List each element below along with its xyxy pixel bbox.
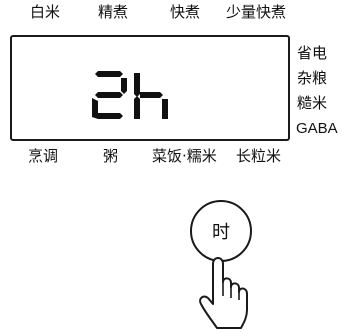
digit-2	[92, 71, 127, 119]
mode-label-white-rice: 白米	[30, 3, 61, 21]
mode-label-long-grain: 长粒米	[236, 147, 282, 165]
lcd-display: 2h	[10, 35, 290, 141]
mode-label-gaba: GABA	[296, 120, 338, 137]
seven-segment-readout	[92, 71, 168, 119]
mode-label-veg-rice-glutinous: 菜饭·糯米	[152, 147, 217, 165]
time-button-area: 时	[185, 200, 265, 330]
pointing-hand-icon	[199, 257, 248, 329]
mode-label-porridge: 粥	[103, 147, 119, 165]
mode-label-quick-cook: 快煮	[170, 3, 201, 21]
time-button[interactable]: 时	[190, 200, 252, 262]
mode-label-cook: 烹调	[28, 147, 59, 165]
time-button-label: 时	[212, 222, 230, 243]
mode-label-mixed-grain: 杂粮	[297, 69, 328, 87]
mode-label-brown-rice: 糙米	[297, 94, 328, 112]
digit-h	[134, 73, 168, 119]
mode-label-power-save: 省电	[297, 44, 328, 62]
mode-label-small-quick-cook: 少量快煮	[226, 3, 287, 21]
mode-label-fine-cook: 精煮	[98, 3, 129, 21]
